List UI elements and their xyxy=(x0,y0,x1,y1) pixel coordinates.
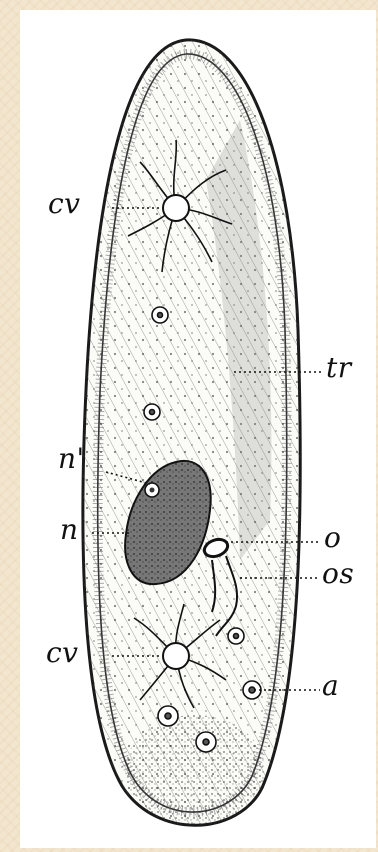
micronucleus xyxy=(145,483,159,497)
label-trichocysts: tr xyxy=(326,354,352,382)
label-mouth: o xyxy=(324,524,341,552)
label-contractile-vacuole-upper: cv xyxy=(48,190,81,218)
label-macronucleus: n xyxy=(60,516,79,544)
label-contractile-vacuole-lower: cv xyxy=(46,639,79,667)
label-anus: a xyxy=(322,672,339,700)
label-gullet: os xyxy=(322,560,354,588)
label-micronucleus: n' xyxy=(58,445,85,473)
